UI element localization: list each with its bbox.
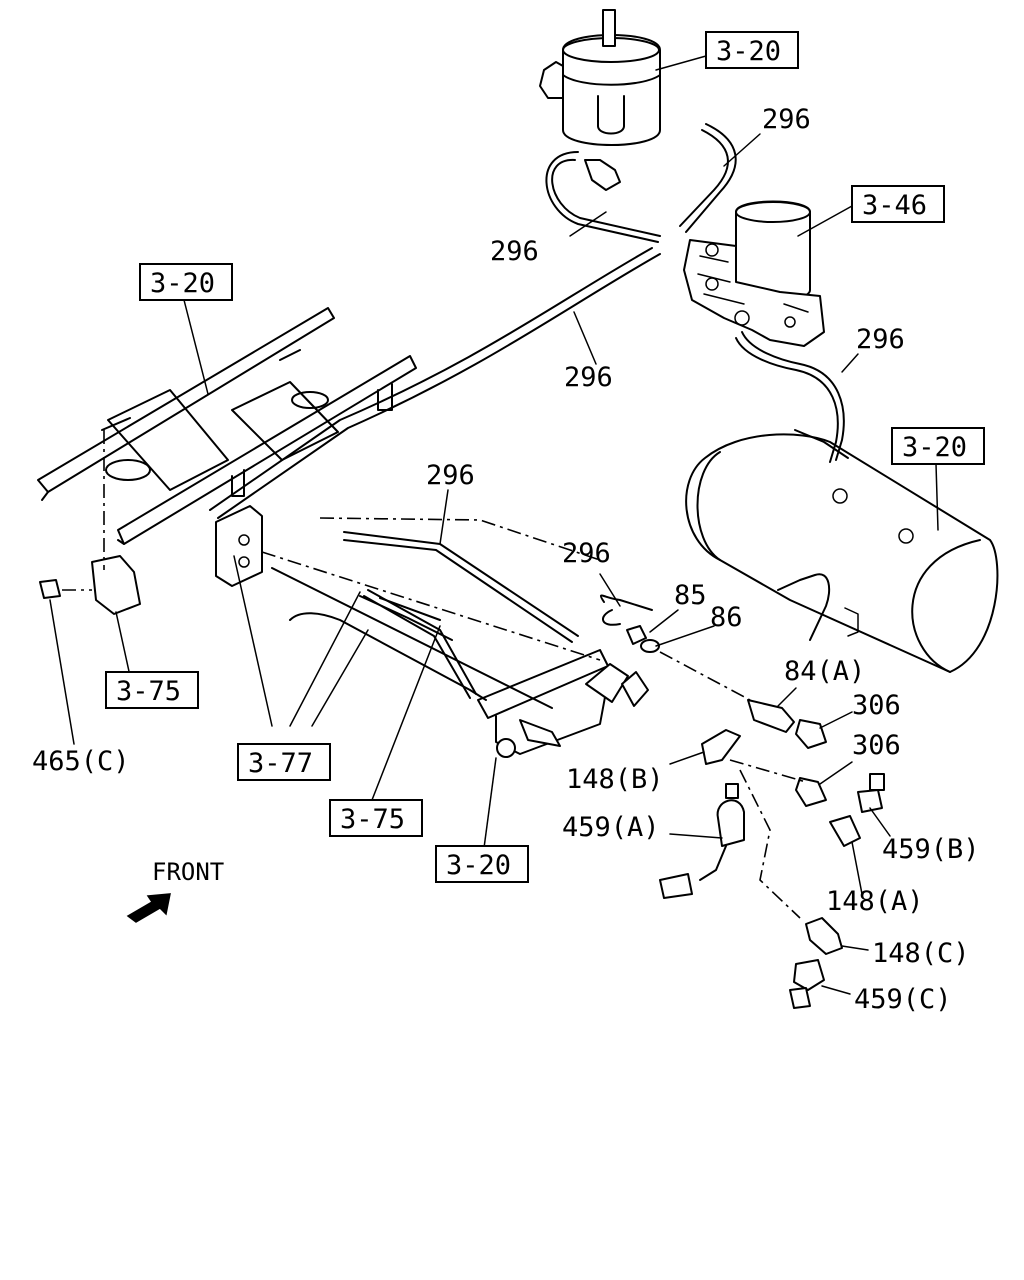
part-label-459a: 459(A) (562, 812, 660, 843)
svg-text:3-20: 3-20 (446, 850, 511, 881)
boxed-reference-3-75-mid: 3-75 (329, 799, 423, 837)
part-label-296: 296 (762, 104, 811, 135)
part-label-306: 306 (852, 730, 901, 761)
part-label-306: 306 (852, 690, 901, 721)
leader-lines (49, 55, 939, 995)
front-arrow-icon (126, 893, 171, 923)
part-label-296: 296 (426, 460, 475, 491)
svg-text:3-75: 3-75 (116, 676, 181, 707)
part-label-86: 86 (710, 602, 743, 633)
part-label-465c: 465(C) (32, 746, 130, 777)
part-label-148b: 148(B) (566, 764, 664, 795)
cross-member-assembly (215, 505, 649, 758)
svg-text:3-20: 3-20 (902, 432, 967, 463)
svg-text:3-20: 3-20 (150, 268, 215, 299)
svg-text:3-46: 3-46 (862, 190, 927, 221)
part-label-84a: 84(A) (784, 656, 865, 687)
svg-text:3-20: 3-20 (716, 36, 781, 67)
boxed-reference-3-75-left: 3-75 (105, 671, 199, 709)
boxed-reference-3-20-top: 3-20 (705, 31, 799, 69)
svg-text:3-77: 3-77 (248, 748, 313, 779)
part-label-296: 296 (564, 362, 613, 393)
front-label: FRONT (152, 858, 224, 886)
chassis-frame (37, 307, 417, 545)
part-label-148a: 148(A) (826, 886, 924, 917)
boxed-reference-3-46: 3-46 (851, 185, 945, 223)
air-dryer (683, 200, 825, 347)
svg-text:3-75: 3-75 (340, 804, 405, 835)
boxed-reference-3-20-tank: 3-20 (891, 427, 985, 465)
fittings (39, 555, 885, 1009)
boxed-reference-3-20-frame: 3-20 (139, 263, 233, 301)
part-label-459b: 459(B) (882, 834, 980, 865)
part-label-296: 296 (856, 324, 905, 355)
boxed-reference-3-77: 3-77 (237, 743, 331, 781)
boxed-reference-3-20-bottom: 3-20 (435, 845, 529, 883)
center-lines (62, 430, 807, 919)
air-pipes (209, 123, 845, 699)
part-label-296: 296 (562, 538, 611, 569)
top-air-tank (539, 9, 661, 191)
part-label-296: 296 (490, 236, 539, 267)
part-label-148c: 148(C) (872, 938, 970, 969)
part-label-459c: 459(C) (854, 984, 952, 1015)
part-label-85: 85 (674, 580, 707, 611)
reservoir-tank (685, 429, 999, 673)
